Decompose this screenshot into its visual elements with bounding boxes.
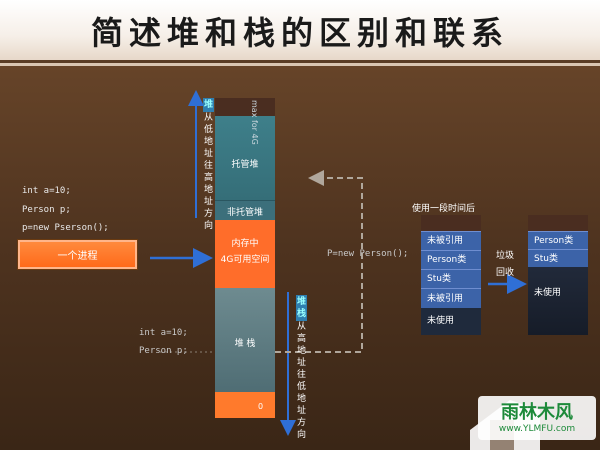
process-box: 一个进程 bbox=[18, 240, 137, 269]
code-line-int-a: int a=10; bbox=[22, 186, 71, 196]
heap-direction-label: 堆 从低地址往高地址方向 bbox=[203, 98, 214, 232]
code-new-person: P=new Person(); bbox=[327, 249, 409, 259]
stack-direction-text: 从高地址往低地址方向 bbox=[296, 322, 306, 440]
memory-stack bbox=[215, 288, 275, 392]
heap-direction-highlight: 堆 bbox=[203, 98, 214, 112]
stack-direction-highlight: 堆栈 bbox=[296, 295, 307, 321]
watermark-brand: 雨林木风 bbox=[501, 402, 573, 423]
before-cell-1: 未被引用 bbox=[421, 231, 481, 250]
page-title: 简述堆和栈的区别和联系 bbox=[90, 14, 509, 52]
heap-before-gc: 未被引用 Person类 Stu类 未被引用 未使用 bbox=[421, 215, 481, 335]
watermark-badge bbox=[478, 396, 596, 440]
after-cell-2: Stu类 bbox=[528, 249, 588, 267]
after-time-label: 使用一段时间后 bbox=[412, 204, 476, 214]
stack-direction-label: 堆栈 从高地址往低地址方向 bbox=[296, 295, 307, 441]
watermark-url: www.YLMFU.com bbox=[498, 424, 576, 434]
memory-top-segment bbox=[215, 98, 275, 116]
title-bar: 简述堆和栈的区别和联系 bbox=[0, 0, 600, 66]
memory-process-space bbox=[215, 220, 275, 288]
process-space-label-1: 内存中 bbox=[231, 239, 259, 249]
max-address-label: max for 4G bbox=[250, 100, 259, 145]
unmanaged-heap-label: 非托管堆 bbox=[226, 208, 263, 218]
gc-label-2: 回收 bbox=[496, 268, 515, 278]
code-person-p-stack: Person p; bbox=[139, 346, 188, 356]
heap-direction-text: 从低地址往高地址方向 bbox=[203, 113, 213, 231]
memory-managed-heap bbox=[215, 116, 275, 200]
gc-label-1: 垃圾 bbox=[496, 251, 515, 261]
before-cell-3: Stu类 bbox=[421, 269, 481, 288]
after-cell-1: Person类 bbox=[528, 231, 588, 249]
process-label: 一个进程 bbox=[57, 251, 98, 262]
stack-label: 堆 栈 bbox=[234, 339, 256, 349]
before-cell-4: 未被引用 bbox=[421, 288, 481, 308]
heap-after-gc: Person类 Stu类 未使用 bbox=[528, 215, 588, 335]
after-cell-3: 未使用 bbox=[534, 288, 562, 298]
heap-label: 托管堆 bbox=[231, 160, 259, 170]
memory-bottom-segment bbox=[215, 392, 275, 418]
before-cell-5: 未使用 bbox=[421, 308, 481, 335]
before-cell-2: Person类 bbox=[421, 250, 481, 269]
code-line-new-person: p=new Pserson(); bbox=[22, 223, 109, 233]
reference-connector bbox=[275, 170, 363, 353]
code-line-person-p: Person p; bbox=[22, 205, 71, 215]
zero-address-label: 0 bbox=[258, 402, 264, 411]
process-space-label-2: 4G可用空间 bbox=[220, 255, 270, 265]
code-int-a-stack: int a=10; bbox=[139, 328, 188, 338]
